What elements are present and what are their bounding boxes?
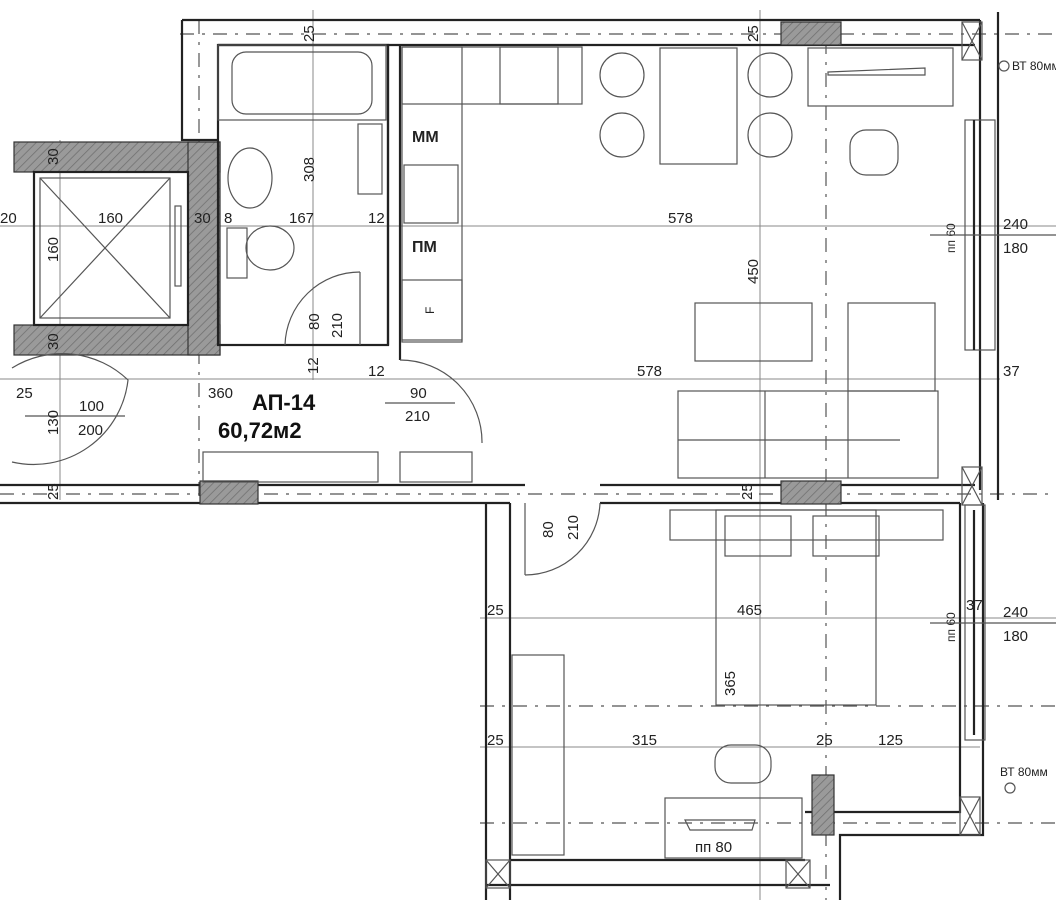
vent-icon xyxy=(1004,782,1016,794)
bed xyxy=(715,509,877,706)
dim: 308 xyxy=(301,157,318,182)
dim: 25 xyxy=(487,602,504,619)
dim: 25 xyxy=(45,483,62,500)
bedroom-door-swing xyxy=(524,502,601,576)
elevator-shaft xyxy=(32,170,190,327)
dim: 30 xyxy=(45,148,62,165)
fridge xyxy=(401,279,463,341)
dim: 90 xyxy=(410,385,427,402)
office-chair xyxy=(849,129,899,176)
vent-label: ВТ 80мм xyxy=(1012,59,1056,73)
dim: 315 xyxy=(632,732,657,749)
coffee-table xyxy=(694,302,813,362)
dim: 25 xyxy=(739,483,756,500)
bathtub xyxy=(217,44,387,121)
entrance xyxy=(11,353,601,576)
dim: 240 xyxy=(1003,604,1028,621)
dim: 450 xyxy=(745,259,762,284)
bath-door-swing xyxy=(284,271,361,346)
pm-label: ПМ xyxy=(412,239,437,256)
fridge-label: F xyxy=(423,307,437,314)
dim: 240 xyxy=(1003,216,1028,233)
stair-door-swing xyxy=(11,353,129,466)
dim: 360 xyxy=(208,385,233,402)
dim: 578 xyxy=(637,363,662,380)
sofa xyxy=(677,390,939,479)
dim: 210 xyxy=(329,313,346,338)
dim: 160 xyxy=(98,210,123,227)
dim: 180 xyxy=(1003,240,1028,257)
tv-console xyxy=(807,47,954,107)
dim: 200 xyxy=(78,422,103,439)
dim: пп 80 xyxy=(695,839,732,856)
dim: 25 xyxy=(487,732,504,749)
dim: 125 xyxy=(878,732,903,749)
dim: 180 xyxy=(1003,628,1028,645)
dim: 365 xyxy=(722,671,739,696)
entry-door-swing xyxy=(399,359,483,444)
dim: 80 xyxy=(540,521,557,538)
kitchen xyxy=(401,46,996,479)
dim: 12 xyxy=(368,363,385,380)
dim: 12 xyxy=(305,357,322,374)
washing-machine xyxy=(357,123,383,195)
dim: 37 xyxy=(1003,363,1020,380)
vent-label: ВТ 80мм xyxy=(1000,765,1048,779)
dim: 30 xyxy=(194,210,211,227)
dim: 8 xyxy=(224,210,232,227)
dim: 160 xyxy=(45,237,62,262)
bathroom-fixtures xyxy=(216,43,390,347)
desk xyxy=(664,797,803,859)
dim: 80 xyxy=(306,313,323,330)
bedroom xyxy=(511,60,1016,859)
apartment-name: АП-14 xyxy=(252,390,316,415)
dim: 578 xyxy=(668,210,693,227)
vent-icon xyxy=(998,60,1010,72)
dim: 20 xyxy=(0,210,17,227)
sofa-chaise xyxy=(847,302,936,392)
dim: 30 xyxy=(45,333,62,350)
dining-chairs xyxy=(599,52,793,158)
dim: 25 xyxy=(745,25,762,42)
dim: 210 xyxy=(565,515,582,540)
dim: пп 60 xyxy=(944,612,958,642)
wardrobe xyxy=(511,654,565,856)
desk-chair xyxy=(714,744,772,784)
sink xyxy=(227,147,273,209)
dim: 25 xyxy=(301,25,318,42)
apartment-area: 60,72м2 xyxy=(218,418,302,443)
dim: 12 xyxy=(368,210,385,227)
mm-label: ММ xyxy=(412,129,439,146)
dim: 465 xyxy=(737,602,762,619)
dim: пп 60 xyxy=(944,223,958,253)
dimension-labels: 25 30 20 160 30 8 167 12 308 160 30 ММ П… xyxy=(0,25,1056,856)
dim: 130 xyxy=(45,410,62,435)
dim: 167 xyxy=(289,210,314,227)
stove xyxy=(403,164,459,224)
dim: 100 xyxy=(79,398,104,415)
dim: 25 xyxy=(816,732,833,749)
nightstands xyxy=(669,509,944,541)
dim: 37 xyxy=(966,597,983,614)
dim: 210 xyxy=(405,408,430,425)
toilet xyxy=(245,225,295,271)
dim: 25 xyxy=(16,385,33,402)
dining-table xyxy=(659,47,738,165)
shoe-cabinet xyxy=(202,451,379,483)
